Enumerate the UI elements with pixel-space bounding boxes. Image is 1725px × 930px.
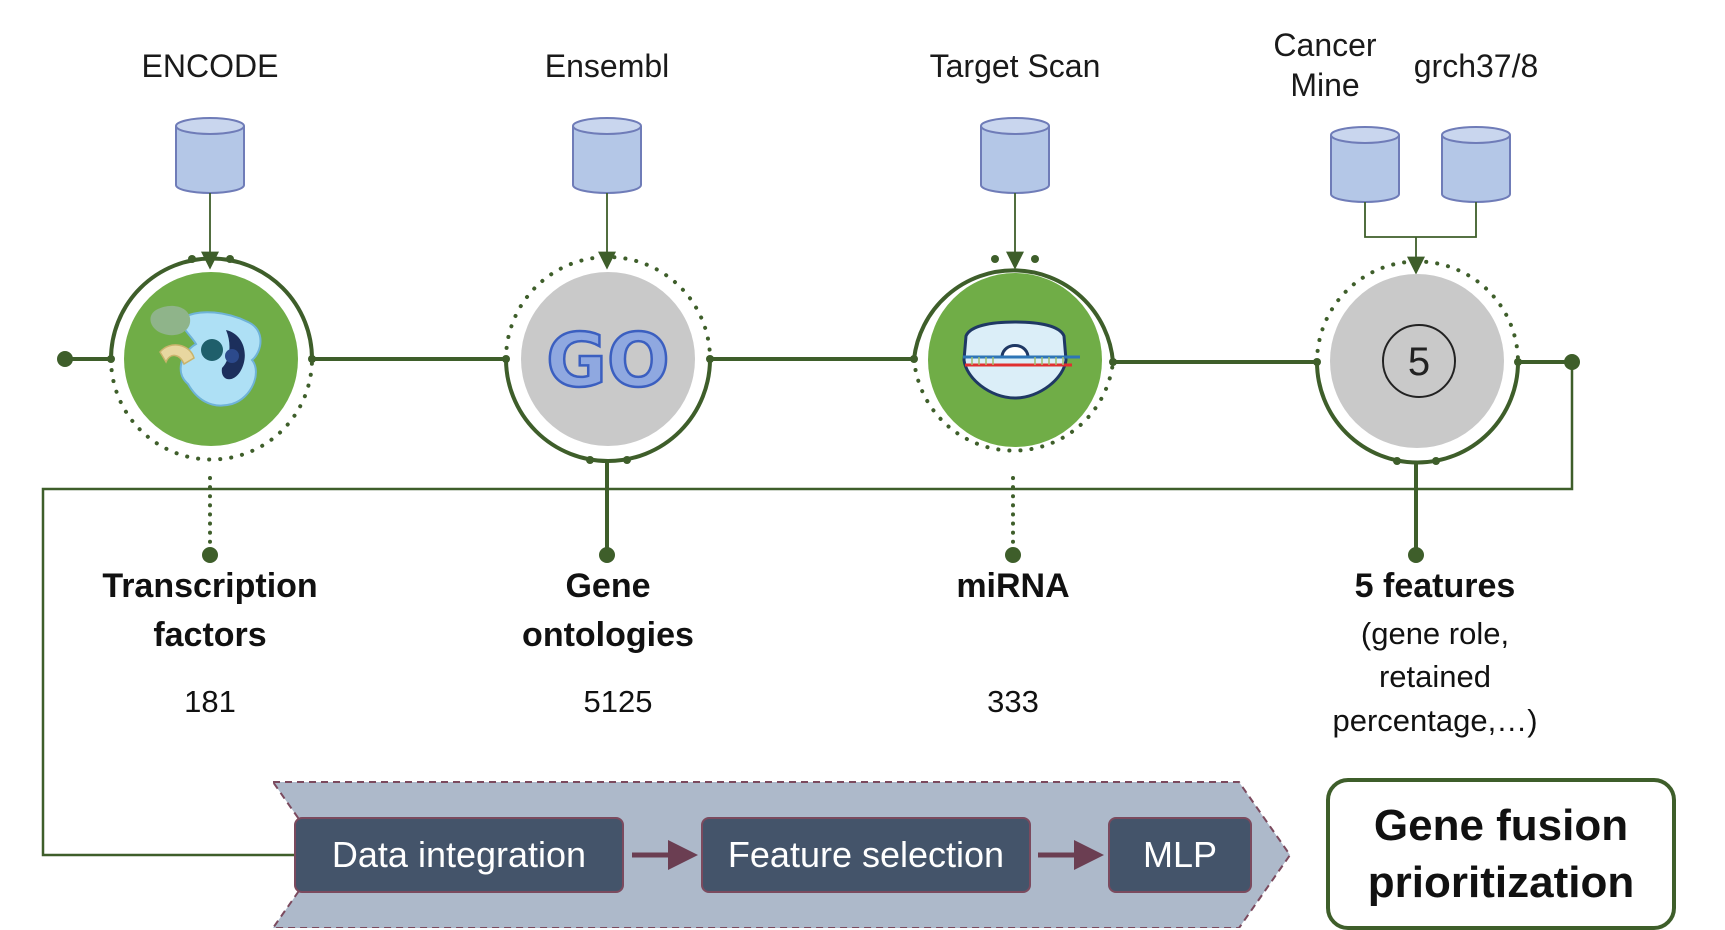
feature-title-go: Gene ontologies	[458, 562, 758, 661]
database-icon	[1330, 126, 1400, 203]
feedback-line	[41, 362, 1574, 857]
feature-desc-five-line3: percentage,…)	[1332, 702, 1538, 738]
node-transcription-factors	[107, 255, 316, 462]
result-line1: Gene fusion	[1373, 800, 1629, 850]
timeline-start-dot	[57, 351, 73, 367]
feature-title-go-line1: Gene	[565, 567, 651, 605]
feature-connectors	[208, 462, 1418, 555]
step-feature-selection: Feature selection	[701, 817, 1031, 893]
result-line2: prioritization	[1367, 858, 1635, 907]
mirna-icon	[962, 320, 1080, 400]
feature-title-tf-line1: Transcription	[102, 567, 318, 605]
feature-desc-five-line1: (gene role,	[1360, 616, 1510, 651]
database-icon	[1441, 126, 1511, 203]
number-five-icon	[1382, 324, 1456, 398]
node-five-features: 5	[1313, 259, 1522, 465]
feature-title-five: 5 features	[1354, 567, 1516, 605]
feature-desc-five: (gene role, retained percentage,…)	[1285, 612, 1585, 742]
main-timeline	[65, 357, 1572, 364]
database-icon	[175, 117, 245, 194]
database-icon	[572, 117, 642, 194]
feature-title-tf: Transcription factors	[60, 562, 360, 661]
source-label-cancermine-line1: Cancer	[1273, 27, 1377, 63]
feature-count-go: 5125	[583, 684, 653, 719]
feature-title-mirna: miRNA	[956, 567, 1070, 605]
source-label-encode: ENCODE	[141, 48, 279, 84]
feature-title-go-line2: ontologies	[522, 616, 694, 655]
result-box: Gene fusion prioritization	[1326, 778, 1676, 930]
step-data-integration: Data integration	[294, 817, 624, 893]
feature-count-tf: 181	[184, 684, 236, 719]
source-label-cancermine-line2: Mine	[1290, 67, 1360, 103]
source-label-ensembl: Ensembl	[544, 48, 670, 84]
source-label-targetscan: Target Scan	[929, 48, 1101, 84]
go-logo-icon: GO	[546, 318, 670, 404]
feature-desc-five-line2: retained	[1378, 659, 1492, 695]
node-mirna	[910, 255, 1117, 453]
db-connectors	[201, 193, 1477, 275]
feature-count-mirna: 333	[987, 684, 1039, 719]
database-icon	[980, 117, 1050, 194]
step-mlp: MLP	[1108, 817, 1252, 893]
feature-title-tf-line2: factors	[153, 616, 267, 655]
protein-icon	[150, 305, 262, 407]
source-label-cancermine: Cancer Mine	[1255, 25, 1395, 105]
node-five-label: 5	[1408, 340, 1430, 384]
source-label-grch: grch37/8	[1413, 48, 1539, 84]
node-gene-ontologies: GO	[502, 255, 714, 464]
